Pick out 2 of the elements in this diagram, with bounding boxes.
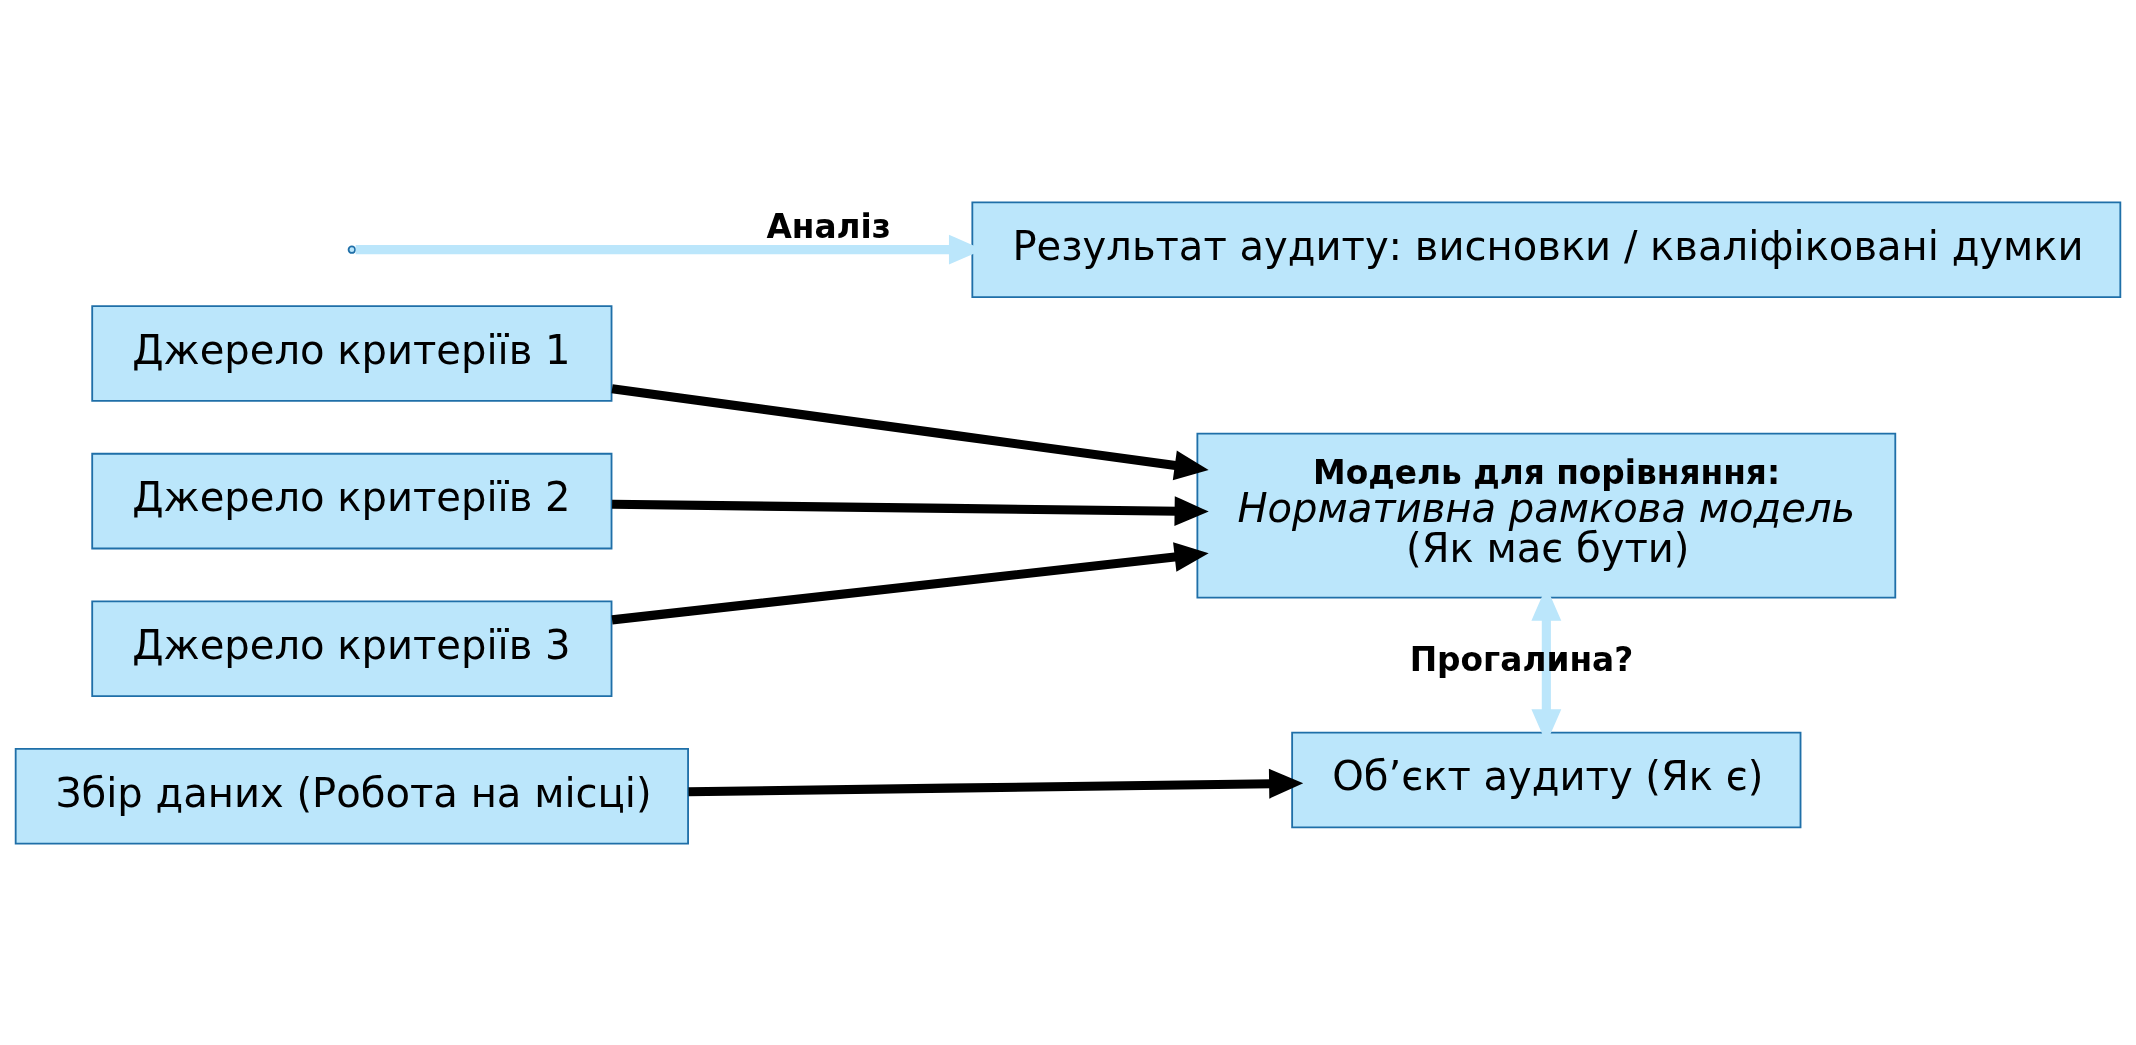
edge-label: Прогалина?: [1409, 640, 1634, 679]
edge-label: Аналіз: [766, 207, 891, 246]
